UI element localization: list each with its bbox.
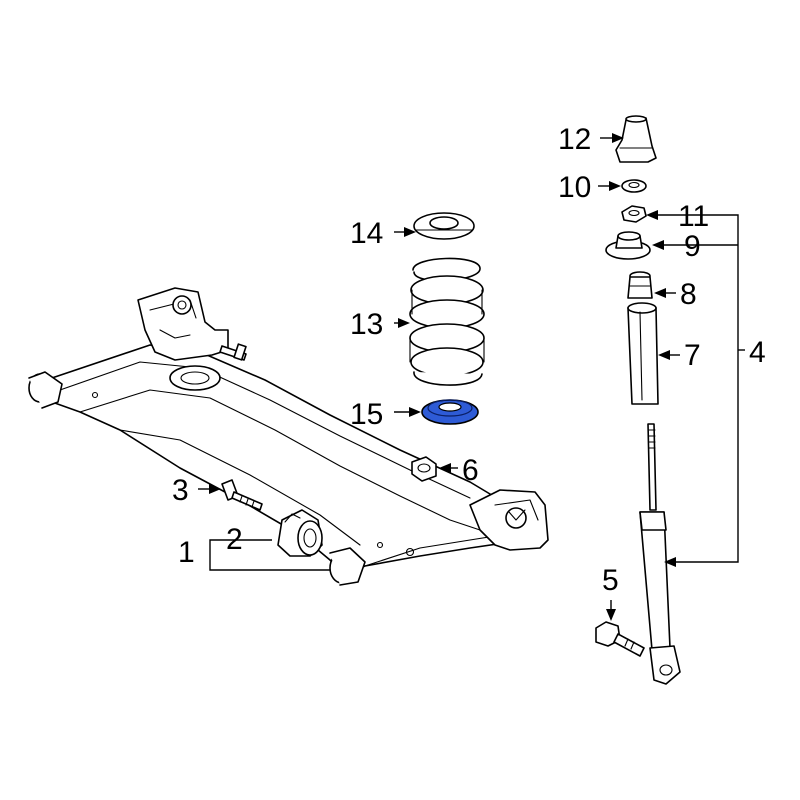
- upper-spring-insulator[interactable]: [413, 212, 475, 240]
- callout-3[interactable]: 3: [172, 474, 189, 507]
- leader-lines: [198, 133, 680, 621]
- lower-spring-insulator[interactable]: [421, 399, 479, 425]
- callout-7[interactable]: 7: [684, 339, 701, 372]
- strut-mount[interactable]: [605, 231, 651, 260]
- callout-6[interactable]: 6: [462, 454, 479, 487]
- callout-10[interactable]: 10: [558, 171, 591, 204]
- callout-labels: 1 2 3 4 5 6 7 8 9 10 11 12 13 14 15: [172, 123, 766, 597]
- callout-8[interactable]: 8: [680, 278, 697, 311]
- trailing-arm-bushing[interactable]: [277, 509, 323, 557]
- callout-4[interactable]: 4: [749, 336, 766, 369]
- callout-5[interactable]: 5: [602, 564, 619, 597]
- hex-nut[interactable]: [411, 456, 437, 482]
- callout-14[interactable]: 14: [350, 217, 383, 250]
- callout-11[interactable]: 11: [678, 200, 709, 233]
- dust-cover[interactable]: [627, 302, 659, 405]
- callout-2[interactable]: 2: [226, 523, 243, 556]
- washer[interactable]: [621, 179, 647, 193]
- shock-lower-bolt[interactable]: [595, 621, 645, 657]
- bushing-bolt[interactable]: [221, 479, 263, 511]
- callout-15[interactable]: 15: [350, 398, 383, 431]
- callout-1[interactable]: 1: [178, 536, 195, 569]
- callout-13[interactable]: 13: [350, 308, 383, 341]
- bump-stop[interactable]: [615, 115, 657, 163]
- axle-beam-assembly[interactable]: [28, 287, 549, 586]
- callout-brackets: [209, 214, 745, 571]
- callout-9[interactable]: 9: [684, 230, 701, 263]
- shock-absorber[interactable]: [639, 423, 681, 685]
- strut-nut[interactable]: [621, 205, 647, 223]
- dust-boot-bumper[interactable]: [627, 271, 653, 299]
- coil-spring[interactable]: [409, 257, 485, 386]
- callout-12[interactable]: 12: [558, 123, 591, 156]
